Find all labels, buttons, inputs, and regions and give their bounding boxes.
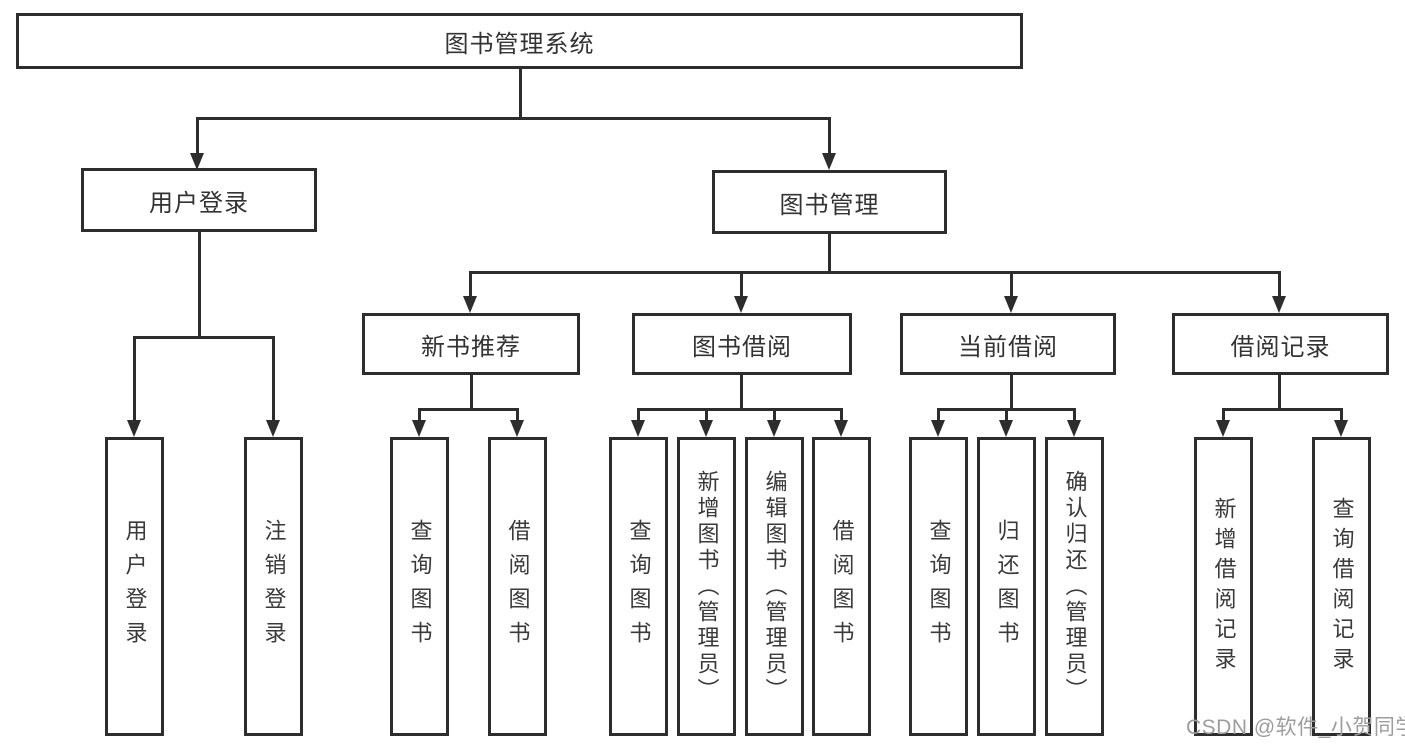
leaf-recommend-borrow-book-label: 借阅图书 (505, 518, 531, 655)
connector-line (828, 234, 831, 271)
leaf-borrow-query-book-label: 查询图书 (626, 518, 652, 655)
node-book-management-group-label: 图书管理 (779, 191, 880, 219)
node-borrow-record-label: 借阅记录 (1230, 333, 1331, 361)
leaf-confirm-return-admin: 确认归还（管理员） (1045, 437, 1104, 736)
arrowhead-icon (931, 420, 945, 437)
node-current-borrow: 当前借阅 (900, 313, 1116, 375)
connector-line (1222, 408, 1225, 422)
leaf-return-book-label: 归还图书 (994, 518, 1020, 655)
connector-line (1005, 408, 1008, 422)
connector-line (1278, 271, 1281, 298)
node-current-borrow-label: 当前借阅 (958, 333, 1058, 361)
node-borrow-record: 借阅记录 (1172, 313, 1389, 375)
connector-line (840, 408, 843, 422)
node-user-login-group-label: 用户登录 (149, 189, 249, 217)
arrowhead-icon (1334, 420, 1348, 437)
connector-line (418, 408, 421, 422)
connector-line (516, 408, 519, 422)
leaf-recommend-borrow-book: 借阅图书 (488, 437, 547, 736)
leaf-add-borrow-record-label: 新增借阅记录 (1211, 496, 1237, 677)
connector-line (1278, 375, 1281, 408)
leaf-confirm-return-admin-label: 确认归还（管理员） (1062, 469, 1088, 704)
leaf-add-book-admin-label: 新增图书（管理员） (694, 469, 720, 704)
arrowhead-icon (266, 420, 280, 437)
connector-line (469, 271, 1281, 274)
arrowhead-icon (190, 153, 204, 170)
leaf-recommend-query-book: 查询图书 (390, 437, 449, 736)
arrowhead-icon (1272, 296, 1286, 313)
connector-line (1340, 408, 1343, 422)
connector-line (196, 117, 199, 155)
node-root-label: 图书管理系统 (444, 30, 595, 58)
node-book-management-group: 图书管理 (712, 170, 947, 234)
leaf-return-book: 归还图书 (977, 437, 1036, 736)
connector-line (637, 408, 640, 422)
leaf-add-book-admin: 新增图书（管理员） (677, 437, 736, 736)
connector-line (519, 69, 522, 117)
connector-line (469, 271, 472, 298)
arrowhead-icon (510, 420, 524, 437)
connector-line (740, 375, 743, 408)
node-new-book-recommend: 新书推荐 (362, 313, 580, 375)
arrowhead-icon (834, 420, 848, 437)
arrowhead-icon (127, 420, 141, 437)
node-root: 图书管理系统 (16, 13, 1023, 69)
leaf-logout: 注销登录 (244, 437, 303, 736)
leaf-borrow-book-label: 借阅图书 (829, 518, 855, 655)
connector-line (828, 117, 831, 155)
connector-line (1010, 271, 1013, 298)
leaf-edit-book-admin: 编辑图书（管理员） (745, 437, 804, 736)
leaf-borrow-query-book: 查询图书 (609, 437, 668, 736)
connector-line (133, 336, 275, 339)
leaf-current-query-book: 查询图书 (909, 437, 968, 736)
connector-line (1010, 375, 1013, 408)
connector-line (418, 408, 518, 411)
arrowhead-icon (999, 420, 1013, 437)
connector-line (470, 375, 473, 408)
leaf-recommend-query-book-label: 查询图书 (407, 518, 433, 655)
connector-line (198, 232, 201, 336)
leaf-user-login: 用户登录 (105, 437, 164, 736)
leaf-add-borrow-record: 新增借阅记录 (1194, 437, 1253, 736)
arrowhead-icon (734, 296, 748, 313)
leaf-query-borrow-record-label: 查询借阅记录 (1329, 496, 1355, 677)
connector-line (272, 336, 275, 421)
node-new-book-recommend-label: 新书推荐 (421, 333, 521, 361)
arrowhead-icon (822, 153, 836, 170)
leaf-query-borrow-record: 查询借阅记录 (1312, 437, 1371, 736)
node-book-borrow-label: 图书借阅 (692, 333, 792, 361)
connector-line (773, 408, 776, 422)
csdn-watermark: CSDN @软件_小贺同学 (1186, 716, 1405, 739)
arrowhead-icon (1004, 296, 1018, 313)
node-book-borrow: 图书借阅 (632, 313, 852, 375)
arrowhead-icon (1216, 420, 1230, 437)
arrowhead-icon (1067, 420, 1081, 437)
connector-line (637, 408, 843, 411)
connector-line (705, 408, 708, 422)
connector-line (1073, 408, 1076, 422)
connector-line (1222, 408, 1342, 411)
arrowhead-icon (699, 420, 713, 437)
connector-line (937, 408, 940, 422)
arrowhead-icon (631, 420, 645, 437)
leaf-borrow-book: 借阅图书 (812, 437, 871, 736)
connector-line (196, 117, 830, 120)
connector-line (133, 336, 136, 421)
leaf-edit-book-admin-label: 编辑图书（管理员） (762, 469, 788, 704)
leaf-logout-label: 注销登录 (261, 518, 287, 655)
leaf-user-login-label: 用户登录 (122, 518, 148, 655)
node-user-login-group: 用户登录 (81, 168, 317, 232)
arrowhead-icon (463, 296, 477, 313)
arrowhead-icon (767, 420, 781, 437)
arrowhead-icon (412, 420, 426, 437)
leaf-current-query-book-label: 查询图书 (926, 518, 952, 655)
connector-line (740, 271, 743, 298)
